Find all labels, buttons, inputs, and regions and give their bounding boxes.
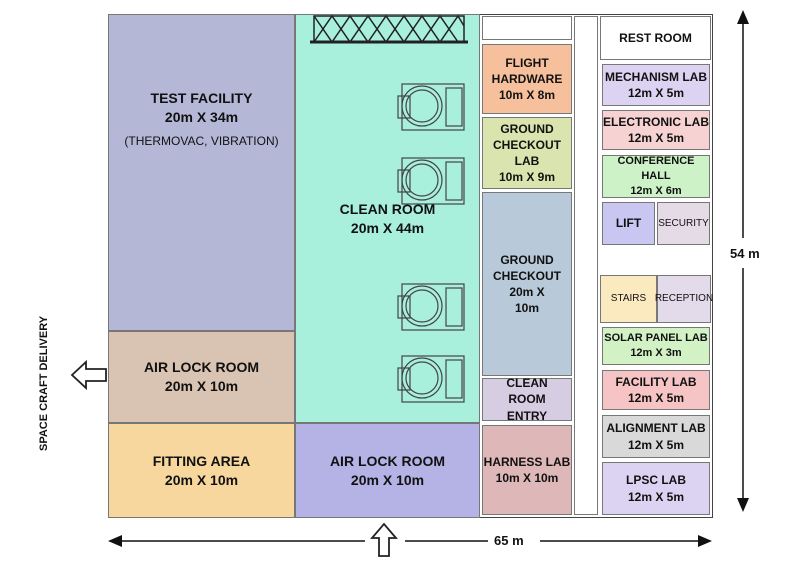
- spacecraft-fixture-4: [397, 355, 465, 403]
- room-test-facility[interactable]: TEST FACILITY 20m X 34m (THERMOVAC, VIBR…: [108, 14, 295, 331]
- alignment-lab-dim: 12m X 5m: [627, 437, 685, 452]
- room-alignment-lab[interactable]: ALIGNMENT LAB 12m X 5m: [602, 415, 710, 458]
- ground-checkout-dim: 20m X 10m: [509, 285, 545, 316]
- mechanism-lab-dim: 12m X 5m: [627, 86, 685, 100]
- airlock-left-dim: 20m X 10m: [164, 378, 239, 394]
- room-airlock-left[interactable]: AIR LOCK ROOM 20m X 10m: [108, 331, 295, 423]
- entry-arrow-bottom: [370, 522, 398, 557]
- flight-hw-name: FLIGHT HARDWARE: [491, 55, 563, 86]
- facility-lab-name: FACILITY LAB: [615, 374, 697, 389]
- airlock-bottom-name: AIR LOCK ROOM: [329, 452, 446, 469]
- room-stairs[interactable]: STAIRS: [600, 275, 657, 323]
- height-dimension-arrow: [737, 10, 749, 512]
- lift-name: LIFT: [615, 216, 642, 231]
- room-fitting-area[interactable]: FITTING AREA 20m X 10m: [108, 423, 295, 518]
- delivery-arrow-left: [70, 359, 107, 391]
- lpsc-lab-name: LPSC LAB: [626, 473, 686, 488]
- room-electronic-lab[interactable]: ELECTRONIC LAB 12m X 5m: [602, 110, 710, 150]
- room-airlock-bottom[interactable]: AIR LOCK ROOM 20m X 10m: [295, 423, 480, 518]
- electronic-lab-name: ELECTRONIC LAB: [603, 114, 709, 129]
- room-security[interactable]: SECURITY: [657, 202, 710, 245]
- spacecraft-fixture-1: [397, 83, 465, 131]
- test-facility-sub: (THERMOVAC, VIBRATION): [124, 133, 279, 148]
- width-dimension-arrow: [108, 535, 712, 547]
- ground-checkout-lab-name: GROUND CHECKOUT LAB: [493, 121, 561, 168]
- height-label: 54 m: [730, 246, 760, 261]
- ground-checkout-name: GROUND CHECKOUT: [493, 252, 561, 283]
- room-lpsc-lab[interactable]: LPSC LAB 12m X 5m: [602, 462, 710, 515]
- crane-truss: [310, 14, 468, 44]
- room-ground-checkout-lab[interactable]: GROUND CHECKOUT LAB 10m X 9m: [482, 117, 572, 189]
- room-ground-checkout[interactable]: GROUND CHECKOUT 20m X 10m: [482, 192, 572, 376]
- fitting-name: FITTING AREA: [152, 452, 251, 469]
- airlock-bottom-dim: 20m X 10m: [350, 471, 425, 488]
- security-name: SECURITY: [658, 217, 709, 229]
- conference-hall-dim: 12m X 6m: [630, 184, 682, 197]
- room-flight-hardware[interactable]: FLIGHT HARDWARE 10m X 8m: [482, 44, 572, 114]
- room-solar-panel-lab[interactable]: SOLAR PANEL LAB 12m X 3m: [602, 327, 710, 365]
- room-lift[interactable]: LIFT: [602, 202, 655, 245]
- electronic-lab-dim: 12m X 5m: [627, 131, 685, 145]
- fitting-dim: 20m X 10m: [164, 471, 239, 488]
- corridor: [574, 16, 598, 515]
- spacecraft-fixture-3: [397, 283, 465, 331]
- alignment-lab-name: ALIGNMENT LAB: [606, 421, 706, 436]
- empty-box-top: [482, 16, 572, 40]
- flight-hw-dim: 10m X 8m: [498, 88, 556, 103]
- conference-hall-name: CONFERENCE HALL: [617, 155, 695, 183]
- rest-room-name: REST ROOM: [619, 30, 692, 45]
- room-rest-room[interactable]: REST ROOM: [600, 16, 711, 60]
- facility-lab-dim: 12m X 5m: [627, 391, 685, 405]
- spacecraft-fixture-2: [397, 157, 465, 205]
- ground-checkout-lab-dim: 10m X 9m: [498, 170, 556, 185]
- clean-room-name: CLEAN ROOM: [339, 200, 436, 217]
- room-conference-hall[interactable]: CONFERENCE HALL 12m X 6m: [602, 155, 710, 198]
- clean-room-dim: 20m X 44m: [350, 219, 425, 236]
- test-facility-dim: 20m X 34m: [164, 108, 239, 125]
- clean-room-entry-name: CLEAN ROOM ENTRY: [506, 376, 548, 423]
- room-clean-room[interactable]: CLEAN ROOM 20m X 44m: [295, 14, 480, 423]
- room-mechanism-lab[interactable]: MECHANISM LAB 12m X 5m: [602, 64, 710, 106]
- width-label: 65 m: [494, 533, 524, 548]
- stairs-name: STAIRS: [610, 293, 647, 305]
- lpsc-lab-dim: 12m X 5m: [627, 489, 685, 504]
- solar-panel-lab-dim: 12m X 3m: [630, 347, 682, 359]
- solar-panel-lab-name: SOLAR PANEL LAB: [604, 332, 708, 345]
- mechanism-lab-name: MECHANISM LAB: [605, 69, 707, 84]
- airlock-left-name: AIR LOCK ROOM: [143, 359, 260, 376]
- room-harness-lab[interactable]: HARNESS LAB 10m X 10m: [482, 425, 572, 515]
- reception-name: RECEPTION: [654, 293, 714, 305]
- room-clean-room-entry[interactable]: CLEAN ROOM ENTRY: [482, 376, 572, 423]
- test-facility-name: TEST FACILITY: [150, 90, 253, 106]
- room-facility-lab[interactable]: FACILITY LAB 12m X 5m: [602, 370, 710, 410]
- space-craft-delivery-label: SPACE CRAFT DELIVERY: [38, 315, 50, 451]
- harness-lab-name: HARNESS LAB: [483, 454, 571, 469]
- room-reception[interactable]: RECEPTION: [654, 275, 714, 323]
- harness-lab-dim: 10m X 10m: [495, 471, 559, 485]
